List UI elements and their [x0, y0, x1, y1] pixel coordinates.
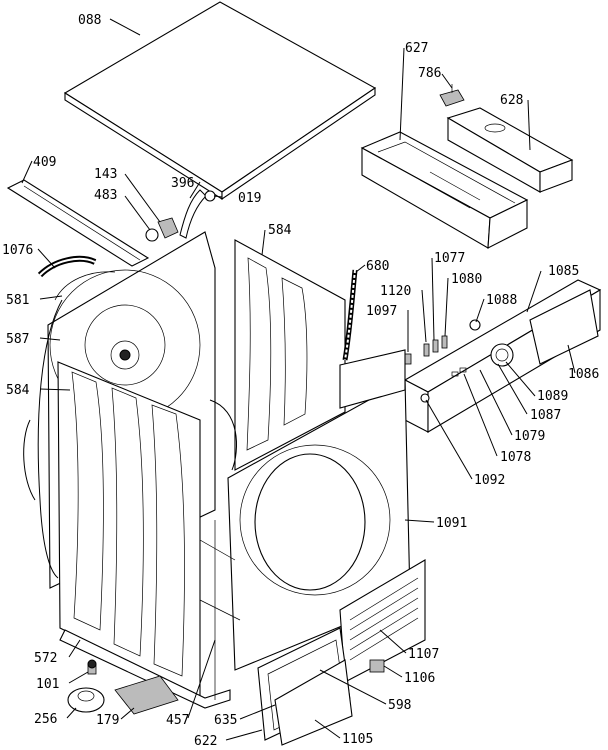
label-1087: 1087: [530, 408, 561, 423]
hose-396: [179, 189, 216, 239]
label-1106: 1106: [404, 671, 435, 686]
label-143: 143: [94, 167, 117, 182]
part-143-483: [145, 217, 179, 242]
label-1085: 1085: [548, 264, 579, 279]
inner-frame: [199, 399, 241, 700]
label-584-rear: 584: [268, 223, 292, 238]
label-1078: 1078: [500, 450, 531, 465]
leader-lines: [21, 18, 576, 741]
foot-101: [87, 659, 97, 675]
drum: [23, 299, 63, 579]
label-1105: 1105: [342, 732, 373, 747]
part-labels: 088 627 786 628 409 143 483 396 019 1076…: [2, 13, 599, 749]
filter-179: [114, 675, 179, 715]
label-584-left: 584: [6, 383, 30, 398]
latch: [369, 659, 385, 673]
left-side-panel: [57, 361, 201, 699]
label-409: 409: [33, 155, 56, 170]
panel-flap: [529, 289, 599, 365]
label-483: 483: [94, 188, 117, 203]
water-container: [446, 107, 574, 193]
label-179: 179: [96, 713, 119, 728]
label-1092: 1092: [474, 473, 505, 488]
water-container-housing: [360, 131, 529, 249]
base-plate: [59, 629, 231, 709]
label-1086: 1086: [568, 367, 599, 382]
label-628: 628: [500, 93, 523, 108]
label-1097: 1097: [366, 304, 397, 319]
label-1076: 1076: [2, 243, 33, 258]
label-572: 572: [34, 651, 57, 666]
label-627: 627: [405, 41, 428, 56]
label-1120: 1120: [380, 284, 411, 299]
label-457: 457: [166, 713, 189, 728]
label-1091: 1091: [436, 516, 467, 531]
right-side-panel: [234, 239, 346, 471]
label-396: 396: [171, 176, 194, 191]
label-1080: 1080: [451, 272, 482, 287]
condenser-door: [274, 659, 353, 746]
kickplate: [339, 559, 426, 683]
top-bracket: [6, 179, 150, 267]
label-1107: 1107: [408, 647, 439, 662]
label-1089: 1089: [537, 389, 568, 404]
switches: [404, 319, 481, 365]
label-1088: 1088: [486, 293, 517, 308]
label-256: 256: [34, 712, 57, 727]
label-1079: 1079: [514, 429, 545, 444]
hose-680: [342, 269, 358, 361]
label-088: 088: [78, 13, 101, 28]
label-581: 581: [6, 293, 29, 308]
label-101: 101: [36, 677, 59, 692]
top-lid: [63, 1, 377, 201]
foot-256: [67, 687, 105, 713]
label-680: 680: [366, 259, 389, 274]
label-019: 019: [238, 191, 261, 206]
label-1077: 1077: [434, 251, 465, 266]
part-786: [439, 84, 465, 107]
label-622: 622: [194, 734, 217, 749]
label-635: 635: [214, 713, 237, 728]
label-786: 786: [418, 66, 441, 81]
label-598: 598: [388, 698, 411, 713]
label-587: 587: [6, 332, 29, 347]
belt-1076: [37, 255, 97, 278]
